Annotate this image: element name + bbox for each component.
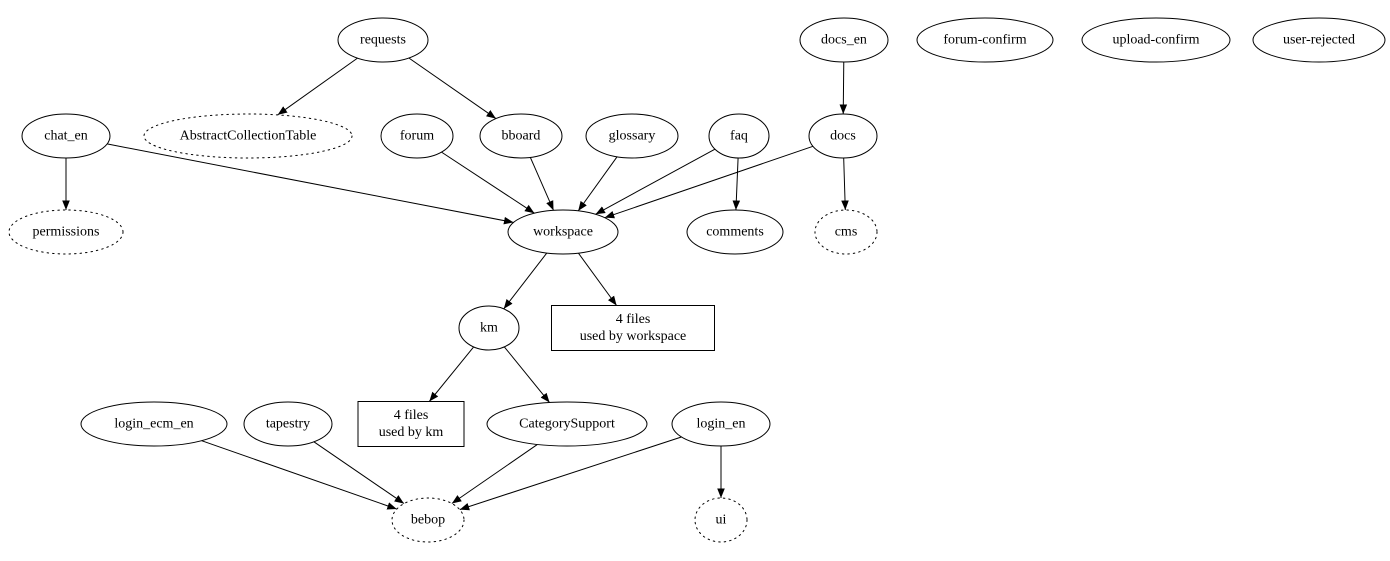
node-box-files_workspace (551, 305, 715, 351)
node-label-login_en: login_en (697, 417, 746, 432)
node-docs_en: docs_en (799, 17, 889, 63)
node-forum: forum (380, 113, 454, 159)
node-ellipse-cms (814, 209, 878, 255)
node-label-permissions: permissions (33, 225, 100, 240)
node-comments: comments (686, 209, 784, 255)
node-ellipse-workspace (507, 209, 619, 255)
node-ellipse-abstract_collection_table (143, 113, 353, 159)
node-ellipse-bboard (479, 113, 563, 159)
node-label-user_rejected: user-rejected (1283, 33, 1355, 48)
node-tapestry: tapestry (243, 401, 333, 447)
node-label-category_support: CategorySupport (519, 417, 615, 432)
node-requests: requests (337, 17, 429, 63)
node-label-workspace: workspace (533, 225, 593, 240)
node-bboard: bboard (479, 113, 563, 159)
node-label-docs_en: docs_en (821, 33, 867, 48)
node-ellipse-glossary (585, 113, 679, 159)
node-forum_confirm: forum-confirm (916, 17, 1054, 63)
node-chat_en: chat_en (21, 113, 111, 159)
node-label-glossary: glossary (609, 129, 656, 144)
edge-docs-to-workspace (604, 145, 814, 219)
edge-requests-to-abstract_collection_table (277, 57, 358, 116)
node-label-chat_en: chat_en (44, 129, 88, 144)
node-ellipse-user_rejected (1252, 17, 1386, 63)
edge-km-to-category_support (503, 346, 550, 403)
node-ellipse-docs_en (799, 17, 889, 63)
node-ellipse-chat_en (21, 113, 111, 159)
node-ellipse-tapestry (243, 401, 333, 447)
node-box-files_km (357, 401, 465, 447)
edge-km-to-files_km (428, 346, 475, 402)
node-workspace: workspace (507, 209, 619, 255)
edge-bboard-to-workspace (529, 157, 554, 211)
node-ellipse-faq (708, 113, 770, 159)
edge-chat_en-to-workspace (106, 143, 514, 225)
node-label-km: km (480, 321, 498, 336)
node-label-faq: faq (730, 129, 748, 144)
node-login_en: login_en (671, 401, 771, 447)
node-label-upload_confirm: upload-confirm (1112, 33, 1199, 48)
node-ellipse-login_en (671, 401, 771, 447)
node-permissions: permissions (8, 209, 124, 255)
node-label-forum: forum (400, 129, 434, 144)
node-glossary: glossary (585, 113, 679, 159)
node-label-tapestry: tapestry (266, 417, 310, 432)
node-ellipse-upload_confirm (1081, 17, 1231, 63)
node-km: km (458, 305, 520, 351)
node-login_ecm_en: login_ecm_en (80, 401, 228, 447)
edge-workspace-to-files_workspace (577, 252, 617, 306)
node-category_support: CategorySupport (486, 401, 648, 447)
node-ellipse-login_ecm_en (80, 401, 228, 447)
node-cms: cms (814, 209, 878, 255)
node-ellipse-category_support (486, 401, 648, 447)
node-label-cms: cms (835, 225, 858, 240)
node-faq: faq (708, 113, 770, 159)
edge-docs_en-to-docs (839, 61, 848, 115)
node-label-forum_confirm: forum-confirm (943, 33, 1026, 48)
edge-workspace-to-km (503, 252, 548, 310)
node-bebop: bebop (391, 497, 465, 543)
edge-requests-to-bboard (408, 57, 497, 119)
edge-faq-to-comments (732, 157, 741, 211)
edge-login_en-to-bebop (459, 436, 682, 511)
edge-faq-to-workspace (595, 148, 716, 215)
node-label-comments: comments (706, 225, 764, 240)
node-ui: ui (694, 497, 748, 543)
node-label-ui: ui (716, 513, 727, 528)
edge-login_ecm_en-to-bebop (201, 440, 397, 510)
edge-docs-to-cms (841, 157, 849, 211)
edge-glossary-to-workspace (577, 156, 618, 212)
node-label-abstract_collection_table: AbstractCollectionTable (180, 129, 317, 144)
node-ellipse-forum_confirm (916, 17, 1054, 63)
node-abstract_collection_table: AbstractCollectionTable (143, 113, 353, 159)
node-ellipse-docs (808, 113, 878, 159)
node-ellipse-forum (380, 113, 454, 159)
node-ellipse-permissions (8, 209, 124, 255)
node-label-requests: requests (360, 33, 406, 48)
edge-tapestry-to-bebop (313, 441, 405, 504)
edge-category_support-to-bebop (451, 444, 538, 504)
node-docs: docs (808, 113, 878, 159)
node-user_rejected: user-rejected (1252, 17, 1386, 63)
node-label-login_ecm_en: login_ecm_en (114, 417, 193, 432)
node-label-bboard: bboard (502, 129, 541, 144)
node-label-bebop: bebop (411, 513, 445, 528)
node-ellipse-bebop (391, 497, 465, 543)
node-ellipse-requests (337, 17, 429, 63)
node-upload_confirm: upload-confirm (1081, 17, 1231, 63)
node-ellipse-ui (694, 497, 748, 543)
node-ellipse-comments (686, 209, 784, 255)
node-label-docs: docs (830, 129, 856, 144)
edge-forum-to-workspace (441, 151, 535, 214)
node-ellipse-km (458, 305, 520, 351)
